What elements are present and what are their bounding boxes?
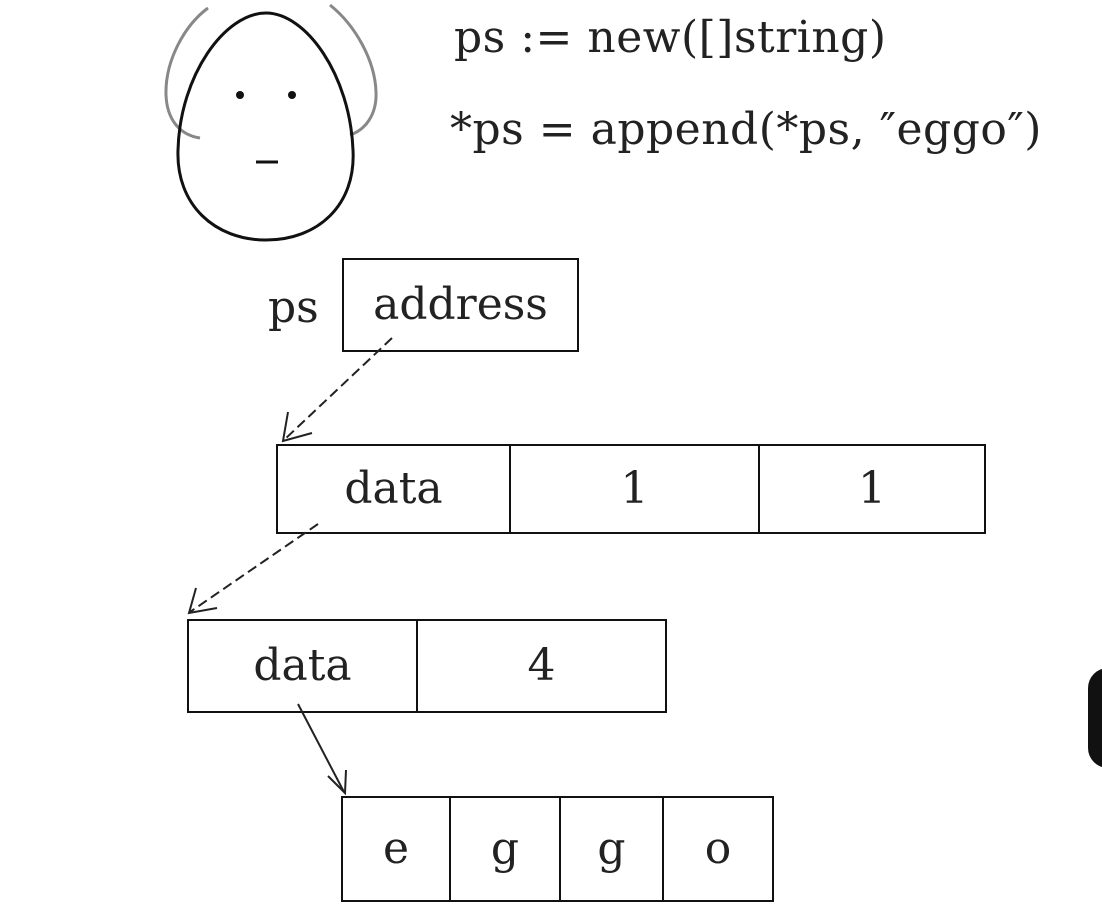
slice-data-cell: data	[344, 463, 443, 514]
arrow-slice-to-string	[187, 523, 319, 615]
arrow-string-to-bytes	[297, 703, 347, 796]
string-header-box: data 4	[187, 619, 667, 713]
code-line-new: ps := new([]string)	[454, 12, 887, 63]
byte-array-box: e g g o	[341, 796, 774, 902]
string-len-cell: 4	[416, 621, 665, 711]
arrow-pointer-to-slice	[281, 337, 393, 443]
string-data-cell: data	[253, 640, 352, 691]
byte-cell: g	[449, 798, 559, 900]
pointer-address-cell: address	[373, 279, 548, 330]
slice-cap-cell: 1	[758, 446, 984, 532]
slice-header-box: data 1 1	[276, 444, 986, 534]
slice-len-cell: 1	[509, 446, 758, 532]
edge-decoration	[1088, 668, 1102, 768]
byte-cell: o	[662, 798, 772, 900]
pointer-variable-label: ps	[268, 282, 319, 333]
byte-cell: e	[382, 823, 410, 874]
pointer-box: address	[342, 258, 579, 352]
code-line-append: *ps = append(*ps, ″eggo″)	[450, 104, 1042, 155]
byte-cell: g	[559, 798, 662, 900]
